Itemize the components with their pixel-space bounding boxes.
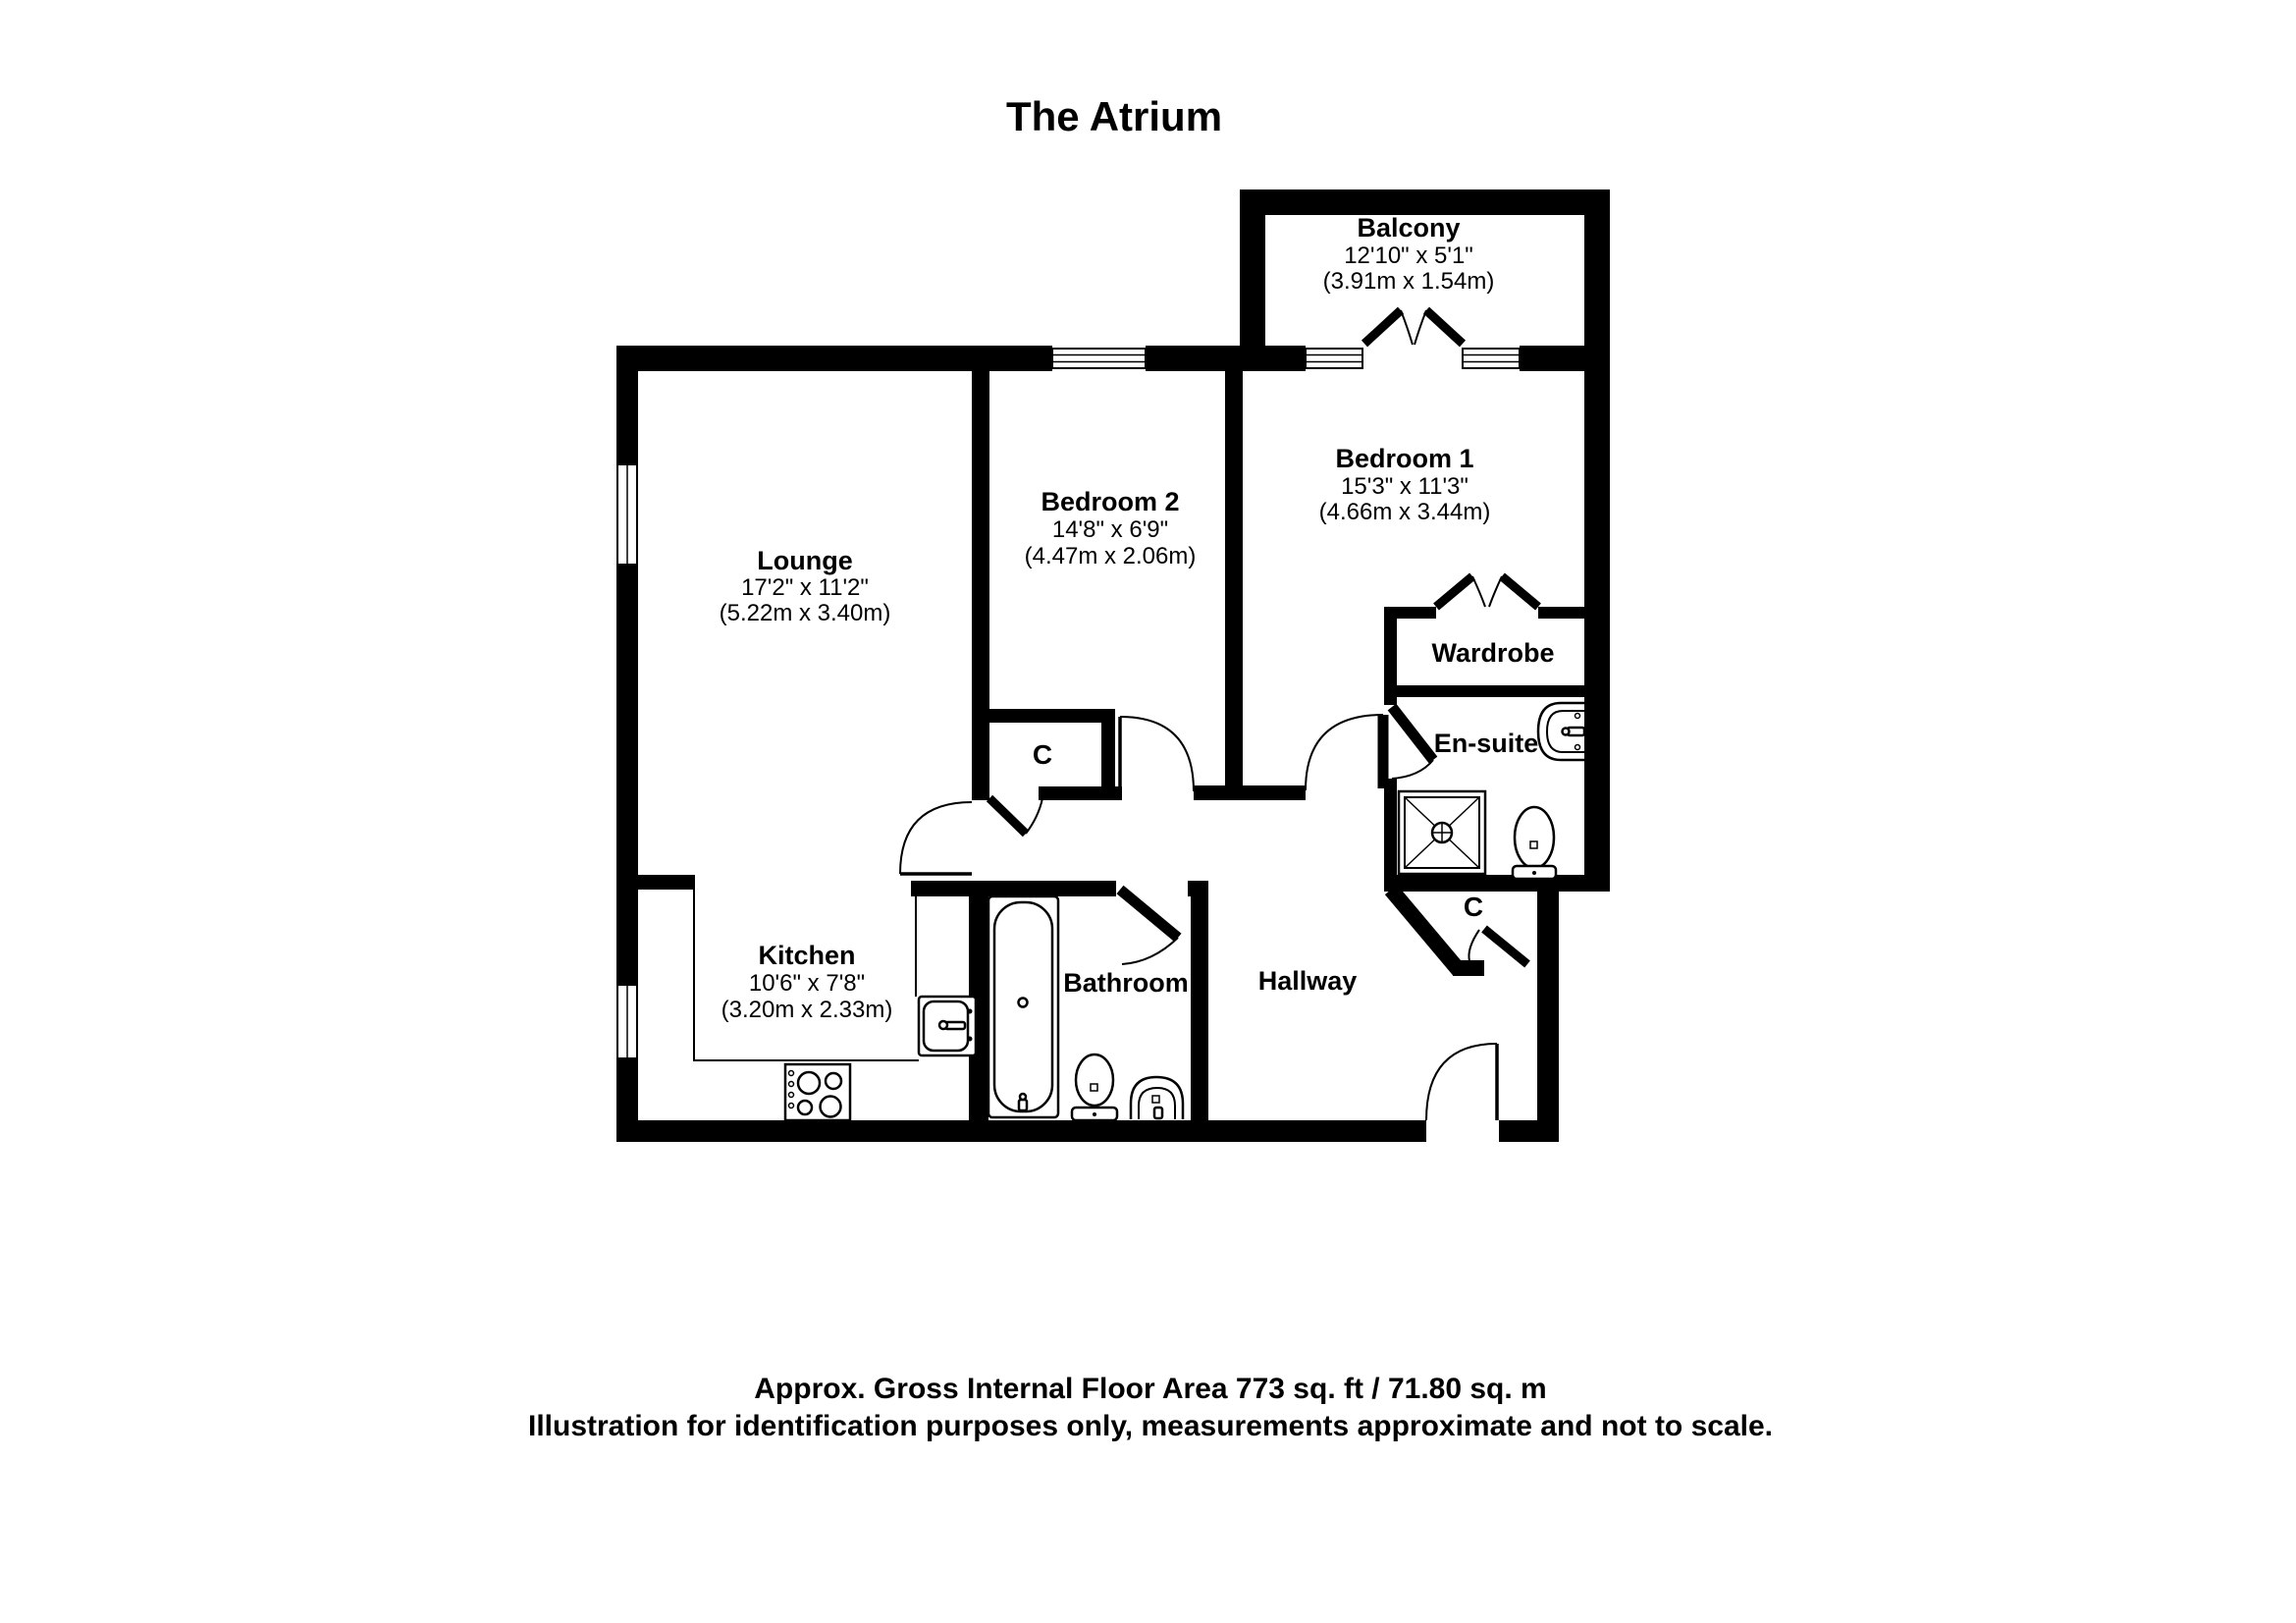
bedroom2-name: Bedroom 2 xyxy=(1041,487,1179,516)
lounge-door xyxy=(899,801,973,876)
ensuite-door xyxy=(1387,703,1438,780)
window-balcony-left xyxy=(1305,348,1363,369)
bedroom1-door xyxy=(1305,714,1389,791)
balcony-dims-metric: (3.91m x 1.54m) xyxy=(1323,268,1495,295)
kitchen-name: Kitchen xyxy=(758,941,855,970)
bedroom2-dims-imperial: 14'8" x 6'9" xyxy=(1052,516,1168,543)
bedroom1-dims-imperial: 15'3" x 11'3" xyxy=(1341,473,1468,500)
ensuite-sink xyxy=(1536,701,1586,762)
window-balcony-right xyxy=(1462,348,1521,369)
ensuite-name: En-suite xyxy=(1434,729,1539,758)
bedroom2-door xyxy=(1118,716,1195,793)
kitchen-dims-metric: (3.20m x 2.33m) xyxy=(721,997,893,1023)
ensuite-toilet xyxy=(1511,805,1558,881)
footer-disclaimer-text: Illustration for identification purposes… xyxy=(528,1410,1773,1442)
bathroom-door xyxy=(1116,885,1182,965)
fixtures xyxy=(693,701,1586,1122)
page-title: The Atrium xyxy=(1006,93,1222,139)
kitchen-sink xyxy=(917,995,978,1057)
footer-area-text: Approx. Gross Internal Floor Area 773 sq… xyxy=(754,1373,1546,1405)
balcony-french-doors xyxy=(1361,306,1467,348)
room-label-balcony: Balcony 12'10" x 5'1" (3.91m x 1.54m) xyxy=(1323,213,1495,295)
doors xyxy=(899,306,1541,1121)
wardrobe-doors xyxy=(1433,572,1541,611)
cupboard-hallway-label: C xyxy=(1464,892,1483,922)
lounge-dims-imperial: 17'2" x 11'2" xyxy=(741,574,869,601)
hob xyxy=(783,1062,852,1122)
window-bedroom2 xyxy=(1051,348,1147,369)
entrance-door xyxy=(1425,1043,1499,1121)
ensuite-shower xyxy=(1397,789,1487,876)
kitchen-dims-imperial: 10'6" x 7'8" xyxy=(749,970,865,997)
bathtub xyxy=(987,894,1060,1119)
room-label-kitchen: Kitchen 10'6" x 7'8" (3.20m x 2.33m) xyxy=(721,941,893,1023)
room-label-bedroom2: Bedroom 2 14'8" x 6'9" (4.47m x 2.06m) xyxy=(1025,487,1197,569)
cupboard-bedroom2-door xyxy=(986,794,1043,838)
window-kitchen xyxy=(616,984,638,1059)
bathroom-toilet xyxy=(1070,1053,1119,1122)
cupboard-hallway-door xyxy=(1468,925,1530,968)
wardrobe-name: Wardrobe xyxy=(1431,638,1554,668)
bathroom-sink xyxy=(1129,1075,1185,1120)
bedroom1-name: Bedroom 1 xyxy=(1335,444,1473,473)
hallway-name: Hallway xyxy=(1258,966,1358,996)
bedroom2-dims-metric: (4.47m x 2.06m) xyxy=(1025,543,1197,569)
lounge-name: Lounge xyxy=(757,546,852,575)
room-label-bedroom1: Bedroom 1 15'3" x 11'3" (4.66m x 3.44m) xyxy=(1319,444,1491,525)
cupboard-bedroom2-label: C xyxy=(1033,739,1052,770)
walls xyxy=(616,189,1610,1142)
room-label-lounge: Lounge 17'2" x 11'2" (5.22m x 3.40m) xyxy=(720,546,891,626)
bedroom1-dims-metric: (4.66m x 3.44m) xyxy=(1319,499,1491,525)
labels: The Atrium Balcony 12'10" x 5'1" (3.91m … xyxy=(528,93,1773,1442)
window-lounge xyxy=(616,463,638,566)
kitchen-worktop xyxy=(693,881,919,1061)
windows xyxy=(616,348,1521,1059)
balcony-name: Balcony xyxy=(1357,213,1460,243)
lounge-dims-metric: (5.22m x 3.40m) xyxy=(720,600,891,626)
balcony-dims-imperial: 12'10" x 5'1" xyxy=(1344,243,1473,269)
bathroom-name: Bathroom xyxy=(1063,968,1189,998)
